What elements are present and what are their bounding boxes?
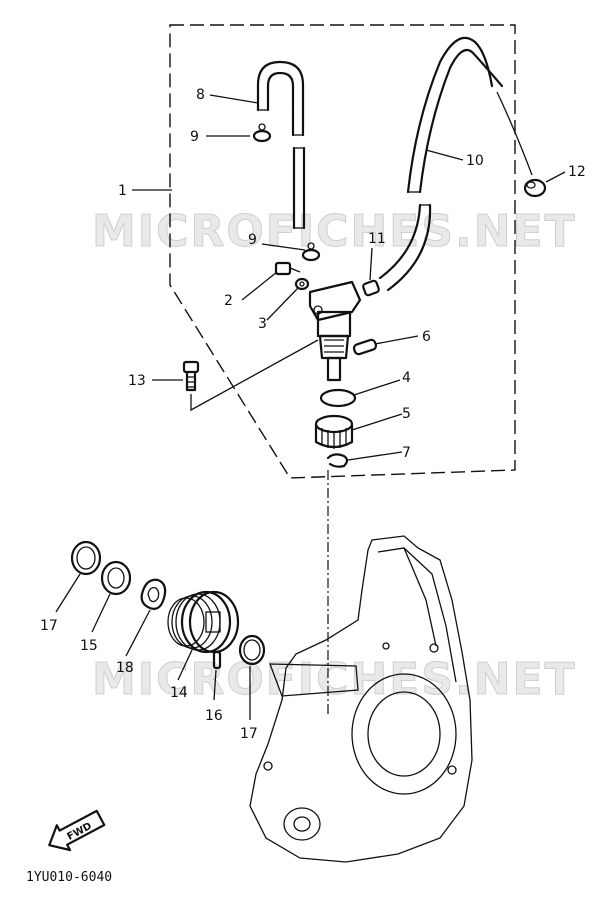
callout-13: 13 bbox=[128, 373, 146, 389]
part-18-gasket bbox=[140, 578, 167, 610]
leader-lines bbox=[55, 94, 566, 720]
part-9-clip-upper bbox=[252, 123, 272, 143]
part-6-pin bbox=[352, 338, 378, 356]
callout-9-upper: 9 bbox=[190, 129, 199, 145]
part-3-washer bbox=[294, 277, 310, 291]
callout-17-right: 17 bbox=[240, 726, 258, 742]
crankcase-cover bbox=[249, 535, 473, 863]
part-9-clip-lower bbox=[301, 242, 321, 262]
part-16-pin bbox=[212, 650, 222, 670]
part-8-hose bbox=[256, 60, 306, 230]
watermark-top: MICROFICHES.NET bbox=[92, 206, 577, 257]
callout-6: 6 bbox=[422, 329, 431, 345]
callout-3: 3 bbox=[258, 316, 267, 332]
callout-4: 4 bbox=[402, 370, 411, 386]
part-13-bolt bbox=[182, 339, 319, 412]
part-10-hose bbox=[378, 36, 533, 292]
callout-5: 5 bbox=[402, 406, 411, 422]
callout-8: 8 bbox=[196, 87, 205, 103]
callout-7: 7 bbox=[402, 445, 411, 461]
part-14-pulley bbox=[167, 590, 240, 654]
watermark-bottom: MICROFICHES.NET bbox=[92, 654, 577, 705]
callout-11: 11 bbox=[368, 231, 386, 247]
diagram-code: 1YU010-6040 bbox=[26, 870, 112, 885]
callout-1: 1 bbox=[118, 183, 127, 199]
part-17-snap-ring-right bbox=[238, 634, 266, 666]
part-12-cap bbox=[523, 178, 547, 198]
part-5-gear bbox=[314, 414, 354, 449]
callout-16: 16 bbox=[205, 708, 223, 724]
callout-2: 2 bbox=[224, 293, 233, 309]
part-2-screw bbox=[274, 261, 301, 276]
part-7-circlip bbox=[326, 453, 349, 468]
part-4-o-ring bbox=[319, 388, 357, 408]
callout-10: 10 bbox=[466, 153, 484, 169]
callout-9-lower: 9 bbox=[248, 232, 257, 248]
callout-14: 14 bbox=[170, 685, 188, 701]
fwd-arrow-icon: FWD bbox=[48, 809, 106, 852]
pump-body bbox=[308, 280, 362, 382]
part-11-fitting bbox=[362, 279, 380, 297]
callout-18: 18 bbox=[116, 660, 134, 676]
assembly-boundary bbox=[169, 24, 516, 479]
callout-12: 12 bbox=[568, 164, 586, 180]
part-15-washer bbox=[100, 560, 132, 596]
callout-15: 15 bbox=[80, 638, 98, 654]
callout-17-left: 17 bbox=[40, 618, 58, 634]
part-17-snap-ring-left bbox=[70, 540, 102, 576]
